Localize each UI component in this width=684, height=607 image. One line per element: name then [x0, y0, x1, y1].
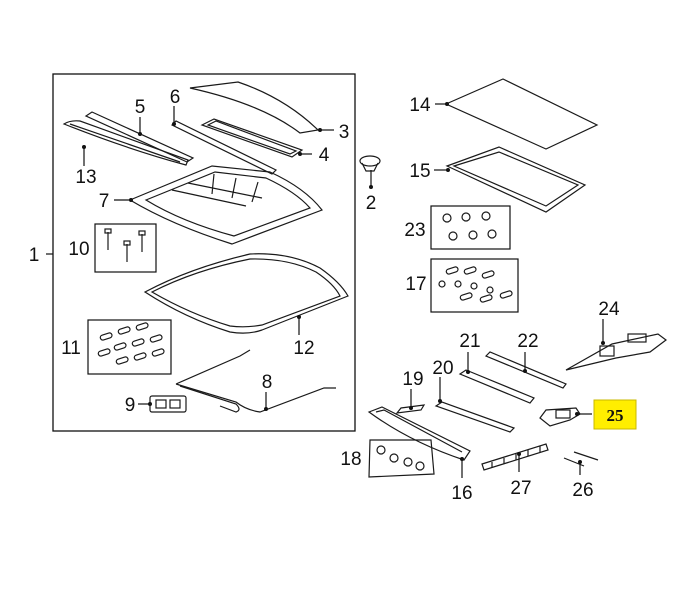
callout-9: 9 [125, 395, 136, 416]
part-8-cable [175, 349, 336, 413]
callout-22: 22 [517, 331, 538, 352]
part-19-strip [395, 404, 426, 414]
part-26-screws [563, 451, 599, 467]
callout-21: 21 [459, 331, 480, 352]
callout-12: 12 [293, 338, 314, 359]
callout-5: 5 [135, 97, 146, 118]
callout-18: 18 [340, 449, 361, 470]
part-2-clip [359, 155, 381, 172]
callout-6: 6 [170, 87, 181, 108]
part-15-seal [445, 146, 587, 213]
callout-2: 2 [366, 193, 377, 214]
part-27-strip [481, 443, 549, 471]
part-24-mechanism [565, 333, 667, 371]
callout-3: 3 [339, 122, 350, 143]
part-11-box [87, 319, 172, 375]
callout-25: 25 [607, 406, 624, 425]
part-12-frame [143, 253, 349, 334]
part-4-seal [200, 118, 304, 158]
callout-1: 1 [29, 245, 40, 266]
part-3-glass-panel [189, 81, 320, 134]
part-22-rail [484, 351, 567, 389]
callout-13: 13 [75, 167, 96, 188]
callout-10: 10 [68, 239, 89, 260]
part-17-box [430, 258, 519, 313]
callout-14: 14 [409, 95, 431, 116]
part-13-panel [62, 120, 189, 166]
callout-20: 20 [432, 358, 453, 379]
part-16-deflector [367, 406, 471, 461]
part-25-bracket [539, 407, 581, 427]
part-10-box [94, 223, 157, 273]
callout-16: 16 [451, 483, 472, 504]
part-21-rail [458, 369, 535, 404]
part-18-box [368, 439, 435, 478]
part-20-rail [434, 401, 516, 433]
part-7-frame [128, 165, 323, 245]
callout-17: 17 [405, 274, 426, 295]
callout-26: 26 [572, 480, 593, 501]
part-6-strip [170, 120, 278, 175]
callout-24: 24 [598, 299, 620, 320]
assembly-frame [52, 73, 356, 432]
callout-15: 15 [409, 161, 430, 182]
part-5-strip [84, 111, 195, 163]
callout-23: 23 [404, 220, 425, 241]
part-9-motor [149, 395, 187, 413]
callout-4: 4 [319, 145, 330, 166]
part-23-box [430, 205, 511, 250]
callout-7: 7 [99, 191, 110, 212]
highlight-badge-25 [593, 399, 637, 430]
callout-8: 8 [262, 372, 273, 393]
callout-27: 27 [510, 478, 531, 499]
callout-11: 11 [61, 338, 81, 359]
callout-19: 19 [402, 369, 423, 390]
part-14-panel [444, 78, 599, 150]
